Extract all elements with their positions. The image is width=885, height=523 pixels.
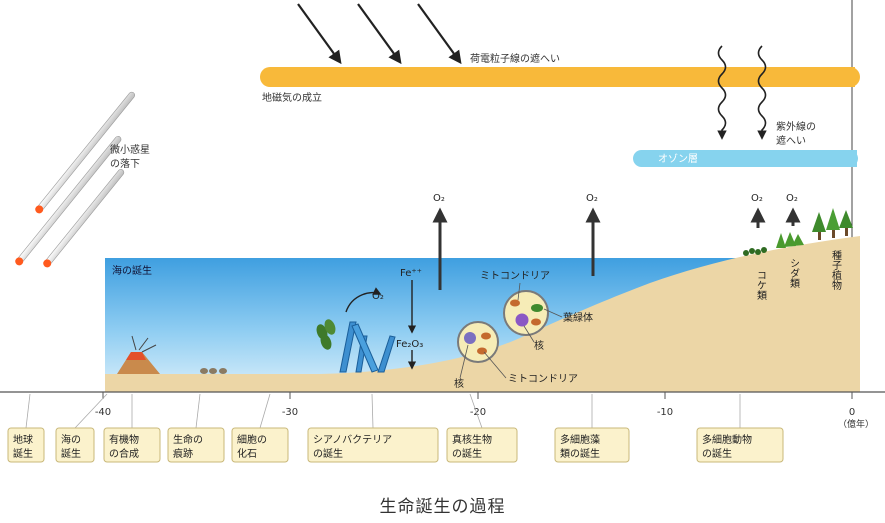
svg-text:真核生物: 真核生物: [452, 433, 492, 446]
svg-text:コケ類: コケ類: [755, 270, 767, 301]
svg-text:化石: 化石: [237, 447, 257, 460]
svg-text:誕生: 誕生: [61, 447, 81, 460]
seed-plants: [812, 208, 853, 240]
diagram-caption: 生命誕生の過程: [379, 497, 506, 517]
svg-text:の合成: の合成: [109, 447, 139, 460]
svg-text:種子植物: 種子植物: [830, 249, 842, 291]
nucleus-label-right: 核: [534, 339, 544, 352]
seed-plant-label: 種子植物: [830, 249, 842, 291]
event-boxes: 地球誕生海の誕生有機物の合成生命の痕跡細胞の化石シアノバクテリアの誕生真核生物の…: [7, 393, 784, 463]
svg-text:シアノバクテリア: シアノバクテリア: [313, 434, 392, 446]
o2-label-3: O₂: [751, 193, 763, 204]
eukaryote-cell-right: [503, 290, 549, 336]
organic-stones: [200, 368, 227, 374]
svg-text:の誕生: の誕生: [702, 447, 732, 460]
axis-tick-label: -20: [470, 407, 486, 418]
o2-small-label: O₂: [372, 291, 384, 302]
o2-label-1: O₂: [433, 193, 445, 204]
nucleus-label-left: 核: [454, 377, 464, 390]
mitochondria-label-top: ミトコンドリア: [480, 271, 550, 282]
svg-text:地球: 地球: [13, 433, 33, 446]
moss: [743, 247, 767, 256]
mitochondria-label-bottom: ミトコンドリア: [508, 374, 578, 385]
ozone-label: オゾン層: [658, 153, 698, 165]
o2-arrows: [432, 207, 801, 290]
ocean-label: 海の誕生: [112, 264, 152, 277]
svg-text:類の誕生: 類の誕生: [560, 447, 600, 460]
svg-text:海の: 海の: [61, 433, 81, 446]
svg-text:多細胞藻: 多細胞藻: [560, 433, 600, 446]
ozone-layer-bar: [633, 150, 858, 167]
svg-text:生命の: 生命の: [173, 433, 203, 446]
iron-oxide-label: Fe₂O₃: [396, 339, 423, 350]
land: [105, 236, 860, 392]
uv-label-line1: 紫外線の: [776, 120, 816, 133]
fern-label: シダ類: [788, 258, 800, 289]
meteor-label-line1: 微小惑星: [110, 143, 150, 156]
svg-text:痕跡: 痕跡: [173, 447, 193, 460]
event-box: 海の誕生: [55, 393, 108, 463]
uv-label-line2: 遮へい: [776, 134, 806, 147]
o2-label-2: O₂: [586, 193, 598, 204]
svg-text:誕生: 誕生: [13, 447, 33, 460]
svg-text:の誕生: の誕生: [452, 447, 482, 460]
meteors: [15, 91, 136, 268]
svg-text:有機物: 有機物: [109, 433, 139, 446]
svg-text:細胞の: 細胞の: [237, 433, 267, 446]
cyanobacteria: [316, 319, 396, 373]
svg-text:多細胞動物: 多細胞動物: [702, 433, 752, 446]
axis-ticks: -40 -30 -20 -10 0: [95, 392, 855, 418]
chloroplast-label: 葉緑体: [563, 311, 593, 324]
axis-tick-label: -30: [282, 407, 298, 418]
volcano: [117, 335, 160, 374]
charged-particle-label: 荷電粒子線の遮へい: [470, 52, 560, 65]
iron-ion-label: Fe⁺⁺: [400, 268, 422, 279]
moss-label: コケ類: [755, 270, 767, 301]
svg-text:シダ類: シダ類: [788, 258, 800, 289]
axis-tick-label: 0: [849, 407, 855, 418]
o2-curve-arrow: [345, 287, 382, 313]
axis-tick-label: -10: [657, 407, 673, 418]
magnetic-field-bar: [260, 67, 860, 87]
eukaryote-cell-left: [457, 321, 499, 363]
meteor-label-line2: の落下: [110, 158, 140, 170]
magnetic-field-label: 地磁気の成立: [262, 91, 322, 104]
ferns: [776, 232, 804, 248]
axis-unit: （億年）: [838, 418, 874, 430]
o2-label-4: O₂: [786, 193, 798, 204]
uv-wave-arrows: [717, 45, 767, 140]
cosmic-ray-arrows: [297, 3, 462, 65]
svg-text:の誕生: の誕生: [313, 447, 343, 460]
axis-tick-label: -40: [95, 407, 111, 418]
